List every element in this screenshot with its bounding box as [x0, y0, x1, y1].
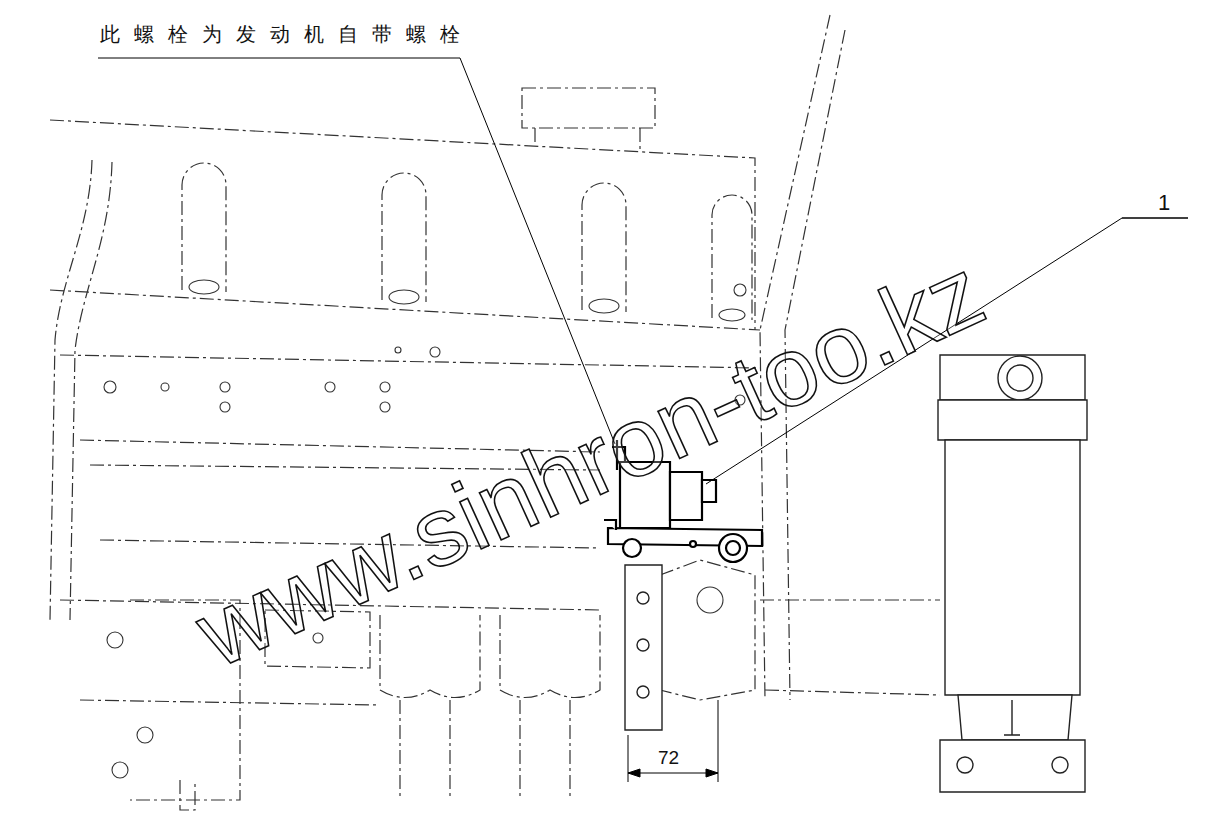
callout-number: 1 [1158, 192, 1170, 214]
watermark: www.sinhron-too.kz [183, 241, 997, 683]
dimension: 72 [656, 748, 681, 767]
note-text: 此螺栓为发动机自带螺栓 [100, 24, 474, 44]
